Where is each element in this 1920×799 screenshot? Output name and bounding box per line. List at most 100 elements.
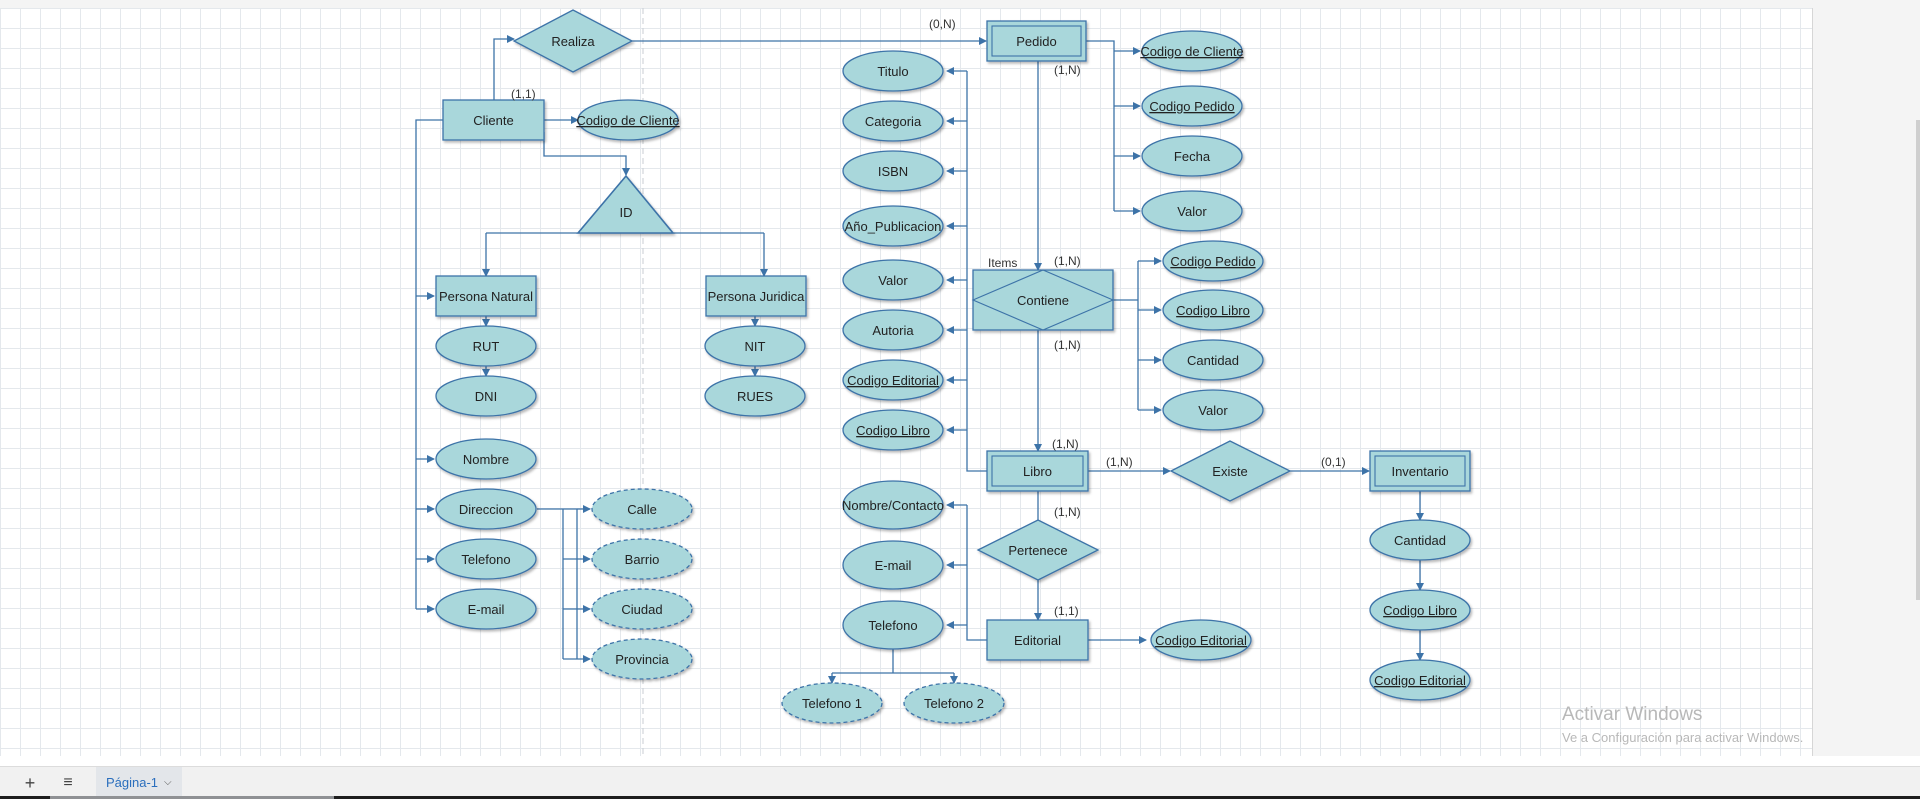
entity-pedido-label: Pedido <box>1016 34 1056 49</box>
attr-label: Codigo Editorial <box>847 373 939 388</box>
attr-label: Cantidad <box>1187 353 1239 368</box>
attr-telefono[interactable]: Telefono <box>435 538 537 580</box>
relationship-existe[interactable]: Existe <box>1169 440 1292 502</box>
entity-editorial[interactable]: Editorial <box>986 619 1089 661</box>
attr-autoria[interactable]: Autoria <box>842 309 944 351</box>
specialization-triangle[interactable]: ID <box>576 174 675 234</box>
attr-libro-codigo-libro[interactable]: Codigo Libro <box>842 409 944 451</box>
entity-editorial-label: Editorial <box>1014 633 1061 648</box>
taskbar-edge <box>0 796 1920 799</box>
cardinality-realiza-pedido: (0,N) <box>929 17 956 31</box>
entity-inventario[interactable]: Inventario <box>1369 450 1471 492</box>
entity-persona-juridica[interactable]: Persona Juridica <box>705 275 807 317</box>
entity-persona-juridica-label: Persona Juridica <box>708 289 806 304</box>
attr-label: Direccion <box>459 502 513 517</box>
attr-libro-valor[interactable]: Valor <box>842 259 944 301</box>
attr-pedido-valor[interactable]: Valor <box>1141 190 1243 232</box>
attr-label: Calle <box>627 502 657 517</box>
attr-label: Cantidad <box>1394 533 1446 548</box>
attr-categoria[interactable]: Categoria <box>842 100 944 142</box>
connector-tel-split <box>832 649 954 674</box>
attr-label: DNI <box>475 389 497 404</box>
pages-menu-button[interactable]: ≡ <box>63 774 73 791</box>
attr-nombre-contacto[interactable]: Nombre/Contacto <box>842 480 944 530</box>
attr-label: RUES <box>737 389 773 404</box>
attr-label: Codigo Libro <box>856 423 930 438</box>
attr-label: Provincia <box>615 652 669 667</box>
attr-ciudad[interactable]: Ciudad <box>591 588 693 630</box>
attr-telefono-1[interactable]: Telefono 1 <box>781 682 883 724</box>
cardinality-contiene-bottom: (1,N) <box>1054 338 1081 352</box>
add-page-button[interactable]: + <box>24 772 36 793</box>
attr-dni[interactable]: DNI <box>435 375 537 417</box>
attr-label: Valor <box>1177 204 1207 219</box>
attr-nombre[interactable]: Nombre <box>435 438 537 480</box>
tab-pagina-1[interactable]: Página-1 ⌵ <box>96 767 182 798</box>
attr-cliente-codigo[interactable]: Codigo de Cliente <box>576 99 680 141</box>
attr-rues[interactable]: RUES <box>704 375 806 417</box>
attr-contiene-codigo-pedido[interactable]: Codigo Pedido <box>1162 240 1264 282</box>
attr-inventario-cantidad[interactable]: Cantidad <box>1369 519 1471 561</box>
attr-pedido-codigo-pedido[interactable]: Codigo Pedido <box>1141 85 1243 127</box>
cardinality-existe-inventario: (0,1) <box>1321 455 1346 469</box>
attr-pedido-codigo-cliente[interactable]: Codigo de Cliente <box>1140 30 1244 72</box>
attr-inventario-codigo-libro[interactable]: Codigo Libro <box>1369 589 1471 631</box>
specialization-label: ID <box>620 205 633 220</box>
attr-anio-publicacion[interactable]: Año_Publicacion <box>842 205 944 247</box>
relationship-realiza-label: Realiza <box>551 34 595 49</box>
attr-editorial-codigo[interactable]: Codigo Editorial <box>1150 619 1252 661</box>
watermark-title: Activar Windows <box>1562 704 1703 725</box>
vertical-scrollbar[interactable] <box>1916 120 1920 600</box>
entity-libro[interactable]: Libro <box>986 450 1089 492</box>
entity-persona-natural[interactable]: Persona Natural <box>435 275 537 317</box>
connector-pedido-bus <box>1086 40 1115 211</box>
connector-cliente-bus <box>415 119 443 609</box>
attr-label: Codigo Editorial <box>1374 673 1466 688</box>
attr-editorial-telefono[interactable]: Telefono <box>842 600 944 650</box>
attr-libro-codigo-editorial[interactable]: Codigo Editorial <box>842 359 944 401</box>
attr-label: Ciudad <box>621 602 662 617</box>
attr-inventario-codigo-editorial[interactable]: Codigo Editorial <box>1369 659 1471 701</box>
entity-cliente-label: Cliente <box>473 113 513 128</box>
canvas-area[interactable]: Cliente Pedido Persona Natural Persona J… <box>0 0 1920 756</box>
windows-activation-watermark: Activar Windows Ve a Configuración para … <box>1562 704 1803 745</box>
attr-nit[interactable]: NIT <box>704 325 806 367</box>
entity-pedido[interactable]: Pedido <box>986 20 1087 62</box>
attr-barrio[interactable]: Barrio <box>591 538 693 580</box>
attr-contiene-cantidad[interactable]: Cantidad <box>1162 339 1264 381</box>
attr-label: Codigo Pedido <box>1170 254 1255 269</box>
relationship-contiene[interactable]: Contiene <box>971 269 1115 331</box>
page-tabs-bar: + ≡ Página-1 ⌵ <box>0 766 1920 798</box>
attr-contiene-valor[interactable]: Valor <box>1162 389 1264 431</box>
cardinality-cliente-realiza: (1,1) <box>511 87 536 101</box>
attr-email[interactable]: E-mail <box>435 588 537 630</box>
cardinality-pedido-contiene: (1,N) <box>1054 63 1081 77</box>
relationship-contiene-label: Contiene <box>1017 293 1069 308</box>
attr-label: Titulo <box>877 64 908 79</box>
attr-pedido-fecha[interactable]: Fecha <box>1141 135 1243 177</box>
items-label: Items <box>988 256 1017 270</box>
attr-contiene-codigo-libro[interactable]: Codigo Libro <box>1162 289 1264 331</box>
relationship-realiza[interactable]: Realiza <box>512 9 634 73</box>
chevron-down-icon: ⌵ <box>164 777 172 788</box>
attr-isbn[interactable]: ISBN <box>842 150 944 192</box>
diagram-page[interactable]: Cliente Pedido Persona Natural Persona J… <box>0 8 1813 756</box>
attr-telefono-2[interactable]: Telefono 2 <box>903 682 1005 724</box>
attr-editorial-email[interactable]: E-mail <box>842 540 944 590</box>
attr-label: Telefono 1 <box>802 696 862 711</box>
er-diagram[interactable]: Cliente Pedido Persona Natural Persona J… <box>0 8 1812 756</box>
entities: Cliente Pedido Persona Natural Persona J… <box>435 20 1471 661</box>
attr-rut[interactable]: RUT <box>435 325 537 367</box>
watermark-subtitle: Ve a Configuración para activar Windows. <box>1562 730 1804 745</box>
attr-titulo[interactable]: Titulo <box>842 50 944 92</box>
attr-label: Nombre/Contacto <box>842 498 944 513</box>
attr-direccion[interactable]: Direccion <box>435 488 537 530</box>
attr-calle[interactable]: Calle <box>591 488 693 530</box>
entity-libro-label: Libro <box>1023 464 1052 479</box>
attr-label: Año_Publicacion <box>845 219 942 234</box>
attr-provincia[interactable]: Provincia <box>591 638 693 680</box>
entity-cliente[interactable]: Cliente <box>442 99 545 141</box>
attr-label: Codigo de Cliente <box>576 113 679 128</box>
relationship-pertenece[interactable]: Pertenece <box>976 519 1100 581</box>
attr-label: Codigo Libro <box>1383 603 1457 618</box>
